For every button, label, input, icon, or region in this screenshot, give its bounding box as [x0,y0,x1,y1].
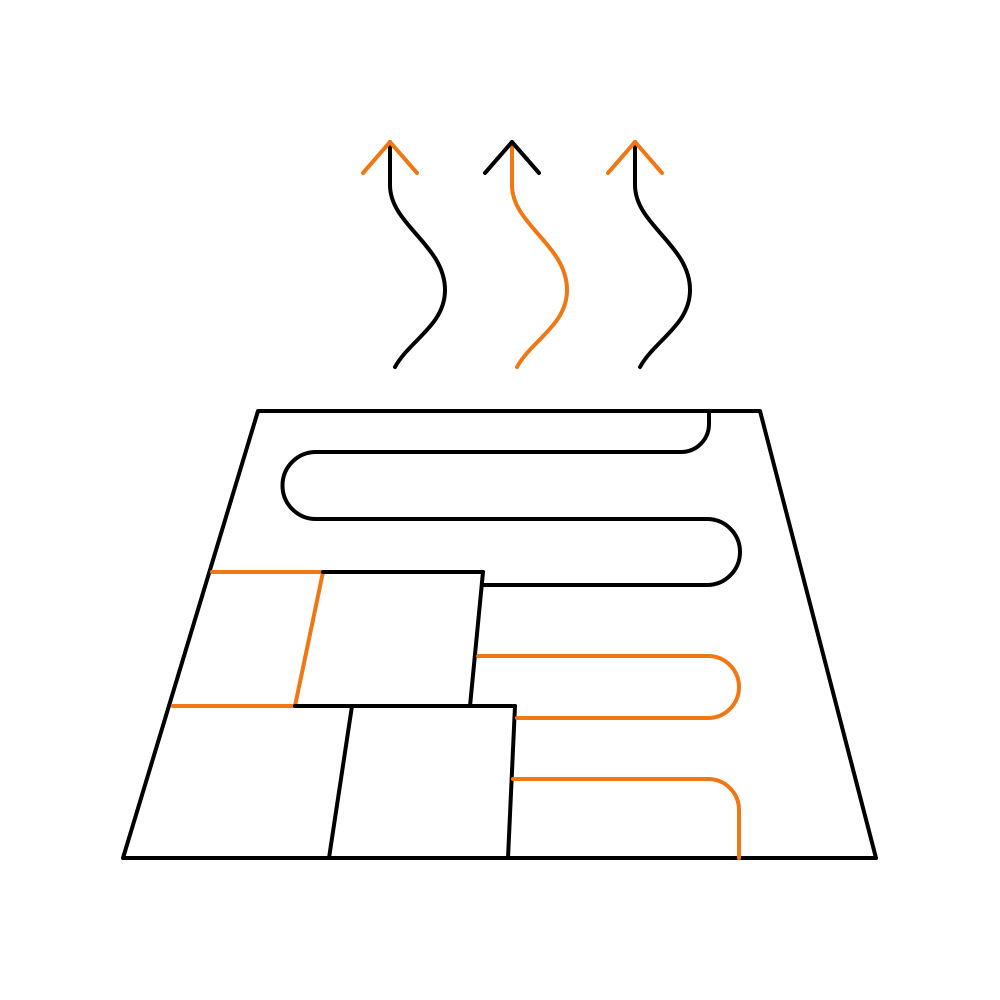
heating-pipe-orange [476,654,741,720]
tile-edge [468,570,485,708]
heating-pipe-orange-lower [511,777,741,860]
heating-pipe-black [280,409,742,587]
floor-tiles [171,570,517,860]
tile-edge [327,704,354,860]
heat-arrow-right [606,140,692,369]
heat-arrow-middle [483,140,569,369]
arrowhead-left-icon [361,140,419,175]
heat-wave-right [633,140,692,369]
heat-wave-middle [510,140,569,369]
tile-edge [506,704,517,860]
floor-outline [121,409,878,860]
arrowhead-right-icon [606,140,664,175]
tile-edge [293,570,325,708]
arrowhead-middle-icon [483,140,541,175]
heat-arrow-left [361,140,447,369]
heat-wave-left [388,140,447,369]
